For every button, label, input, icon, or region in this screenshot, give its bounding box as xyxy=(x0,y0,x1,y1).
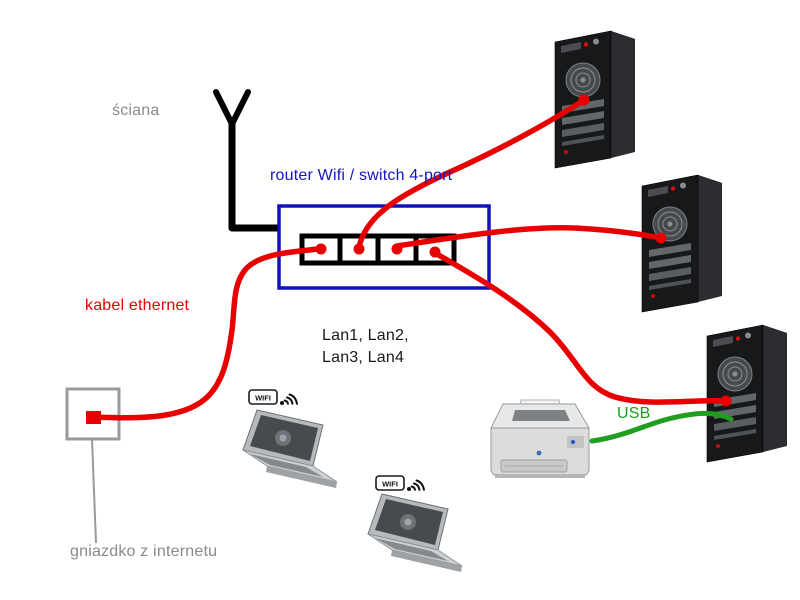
cable-connector-dot xyxy=(578,94,590,106)
wall-label: ściana xyxy=(112,102,160,119)
printer xyxy=(490,399,590,479)
ethernet-cables xyxy=(90,94,732,421)
desktop-tower-2 xyxy=(641,174,723,313)
router-box xyxy=(277,204,491,290)
cable-connector-dot xyxy=(315,243,327,255)
wall-socket xyxy=(65,387,121,544)
usb-cable-printer-to-desktop-3 xyxy=(589,410,734,444)
cable-connector-dot xyxy=(720,395,732,407)
ethernet-cable-label: kabel ethernet xyxy=(85,297,190,314)
usb-label: USB xyxy=(617,405,651,422)
desktop-tower-1 xyxy=(554,30,636,169)
cable-connector-dot xyxy=(353,243,365,255)
router-label: router Wifi / switch 4-port xyxy=(270,167,453,184)
wifi-icon-1 xyxy=(248,389,298,406)
cable-connector-dot xyxy=(655,232,667,244)
laptop-2 xyxy=(367,493,463,573)
ethernet-cable-router-to-desktop-3 xyxy=(432,250,729,405)
internet-socket-label: gniazdko z internetu xyxy=(70,543,218,560)
wall-antenna xyxy=(213,89,282,232)
socket-lead-line xyxy=(91,438,97,544)
lan-ports-label-line2: Lan3, Lan4 xyxy=(322,349,405,366)
cable-connector-dot xyxy=(429,246,441,258)
ethernet-cable-router-to-desktop-2 xyxy=(394,225,664,249)
wifi-icon-2 xyxy=(375,475,425,492)
ethernet-cable-router-to-desktop-1 xyxy=(356,97,587,250)
lan-ports-label: Lan1, Lan2, Lan3, Lan4 xyxy=(322,325,409,369)
lan-ports-label-line1: Lan1, Lan2, xyxy=(322,327,409,344)
cable-connector-dot xyxy=(391,243,403,255)
ethernet-cable-socket-to-router xyxy=(90,246,321,421)
desktop-tower-3 xyxy=(706,324,788,463)
laptop-1 xyxy=(242,409,338,489)
